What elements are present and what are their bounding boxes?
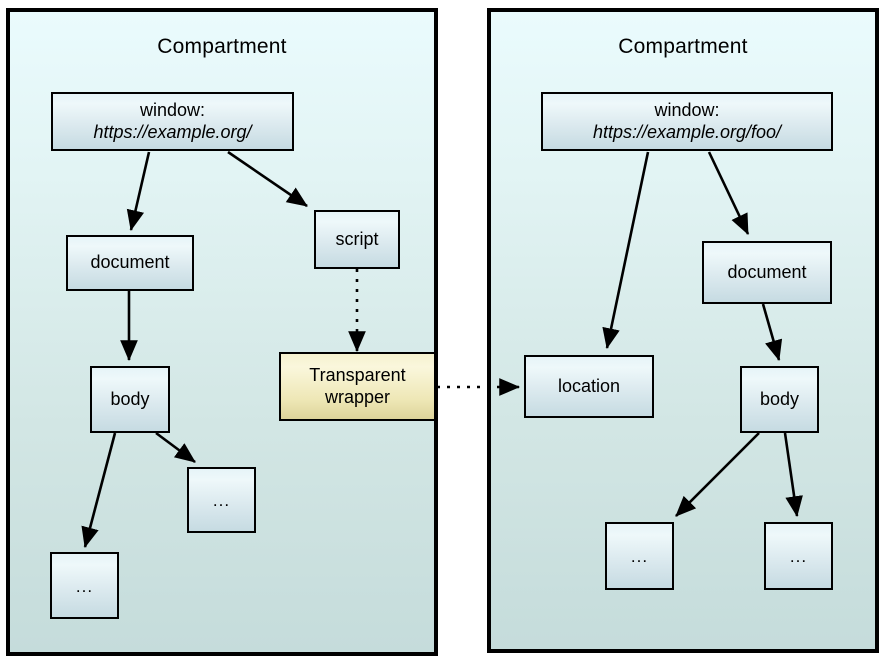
compartment-left-title: Compartment: [157, 35, 287, 58]
node-transparent-wrapper-line2: wrapper: [324, 386, 391, 407]
node-transparent-wrapper-line1: Transparent: [309, 364, 406, 385]
node-body-right[interactable]: body: [740, 366, 819, 433]
node-ellipsis-right-a[interactable]: ...: [605, 522, 674, 590]
compartment-right-title: Compartment: [618, 35, 748, 58]
node-ellipsis-left-b-label: ...: [75, 576, 94, 596]
node-script-left[interactable]: script: [314, 210, 400, 269]
node-ellipsis-left-a[interactable]: ...: [187, 467, 256, 533]
node-body-left-label: body: [110, 388, 150, 409]
node-window-left[interactable]: window: https://example.org/: [51, 92, 294, 151]
node-window-right[interactable]: window: https://example.org/foo/: [541, 92, 833, 151]
node-body-left[interactable]: body: [90, 366, 170, 433]
node-script-left-label: script: [335, 228, 379, 249]
node-document-left[interactable]: document: [66, 235, 194, 291]
node-ellipsis-left-b[interactable]: ...: [50, 552, 119, 619]
node-ellipsis-left-a-label: ...: [212, 491, 231, 511]
node-document-right-label: document: [727, 261, 807, 282]
node-window-left-label: window:: [139, 99, 206, 120]
node-document-left-label: document: [90, 252, 170, 273]
node-ellipsis-right-b-label: ...: [789, 547, 808, 567]
node-body-right-label: body: [759, 388, 800, 409]
node-transparent-wrapper[interactable]: Transparent wrapper: [279, 352, 436, 421]
node-window-left-url: https://example.org/: [93, 121, 252, 142]
node-location-right-label: location: [557, 375, 621, 396]
node-ellipsis-right-a-label: ...: [630, 547, 649, 567]
node-ellipsis-right-b[interactable]: ...: [764, 522, 833, 590]
node-window-right-url: https://example.org/foo/: [592, 121, 782, 142]
node-document-right[interactable]: document: [702, 241, 832, 304]
node-window-right-label: window:: [654, 99, 720, 120]
node-location-right[interactable]: location: [524, 355, 654, 418]
